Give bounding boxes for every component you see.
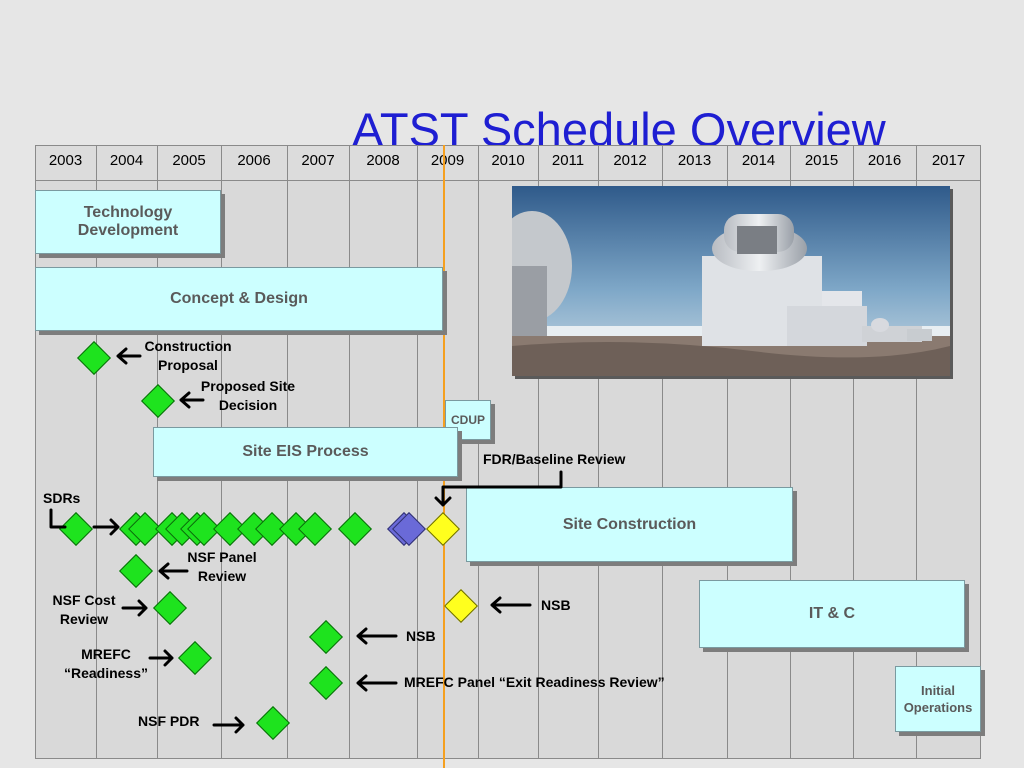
arrow-right-icon bbox=[123, 601, 146, 615]
arrow-right-icon bbox=[214, 718, 243, 732]
arrow-left-icon bbox=[358, 629, 396, 643]
arrow-down-icon bbox=[436, 472, 561, 505]
bracket-icon bbox=[51, 510, 65, 527]
arrow-right-icon bbox=[150, 651, 172, 665]
arrow-right-icon bbox=[94, 520, 118, 534]
arrow-left-icon bbox=[492, 598, 530, 612]
arrow-left-icon bbox=[160, 564, 187, 578]
arrow-left-icon bbox=[358, 676, 396, 690]
arrow-left-icon bbox=[181, 393, 203, 407]
arrow-left-icon bbox=[118, 349, 140, 363]
